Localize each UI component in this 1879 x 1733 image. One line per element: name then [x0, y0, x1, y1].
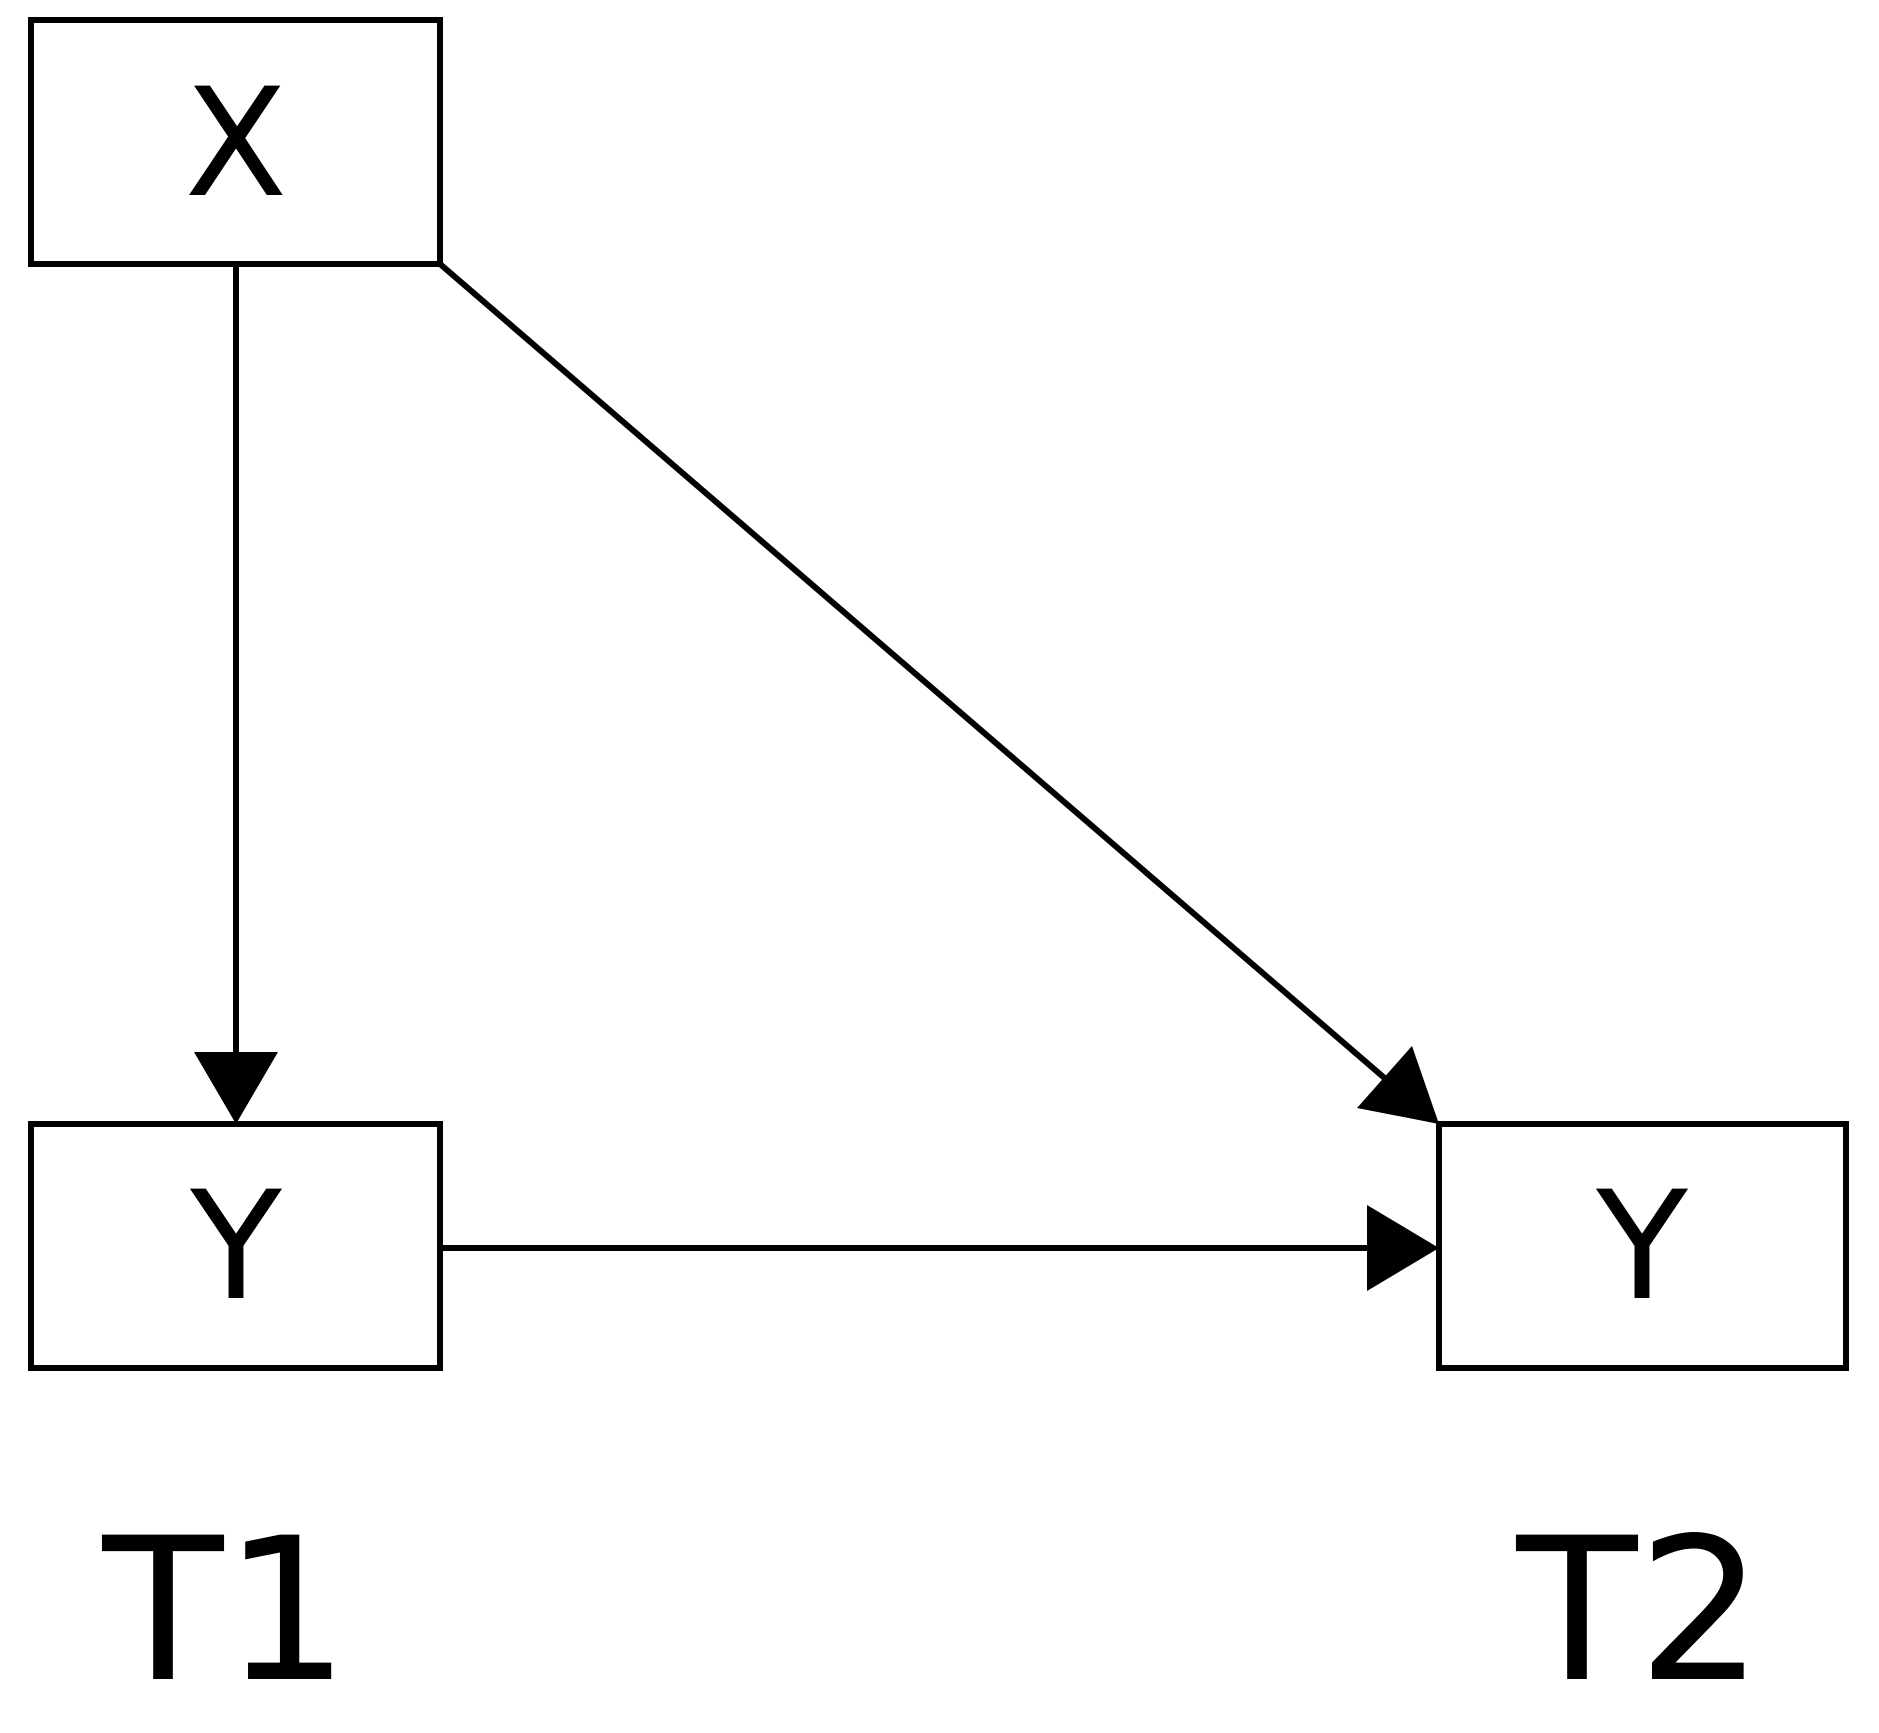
- time-label-t2: T2: [1516, 1495, 1764, 1726]
- node-box-y-t1: [28, 1121, 443, 1371]
- node-box-x-t1: [28, 17, 443, 267]
- node-label-y-t2: Y: [1595, 1160, 1688, 1334]
- node-label-x-t1: X: [185, 57, 288, 231]
- arrowhead-x-to-y-t1: [194, 1052, 278, 1124]
- time-label-t1: T1: [102, 1495, 350, 1726]
- arrowhead-y-t1-to-y-t2: [1367, 1205, 1439, 1291]
- node-y-t2: Y: [1436, 1121, 1849, 1371]
- arrowhead-x-to-y-t2: [1357, 1046, 1439, 1124]
- node-y-t1: Y: [28, 1121, 443, 1371]
- node-label-y-t1: Y: [189, 1160, 282, 1334]
- edge-x-to-y-t2: [438, 261, 1390, 1084]
- node-box-y-t2: [1436, 1121, 1849, 1371]
- node-x-t1: X: [28, 17, 443, 267]
